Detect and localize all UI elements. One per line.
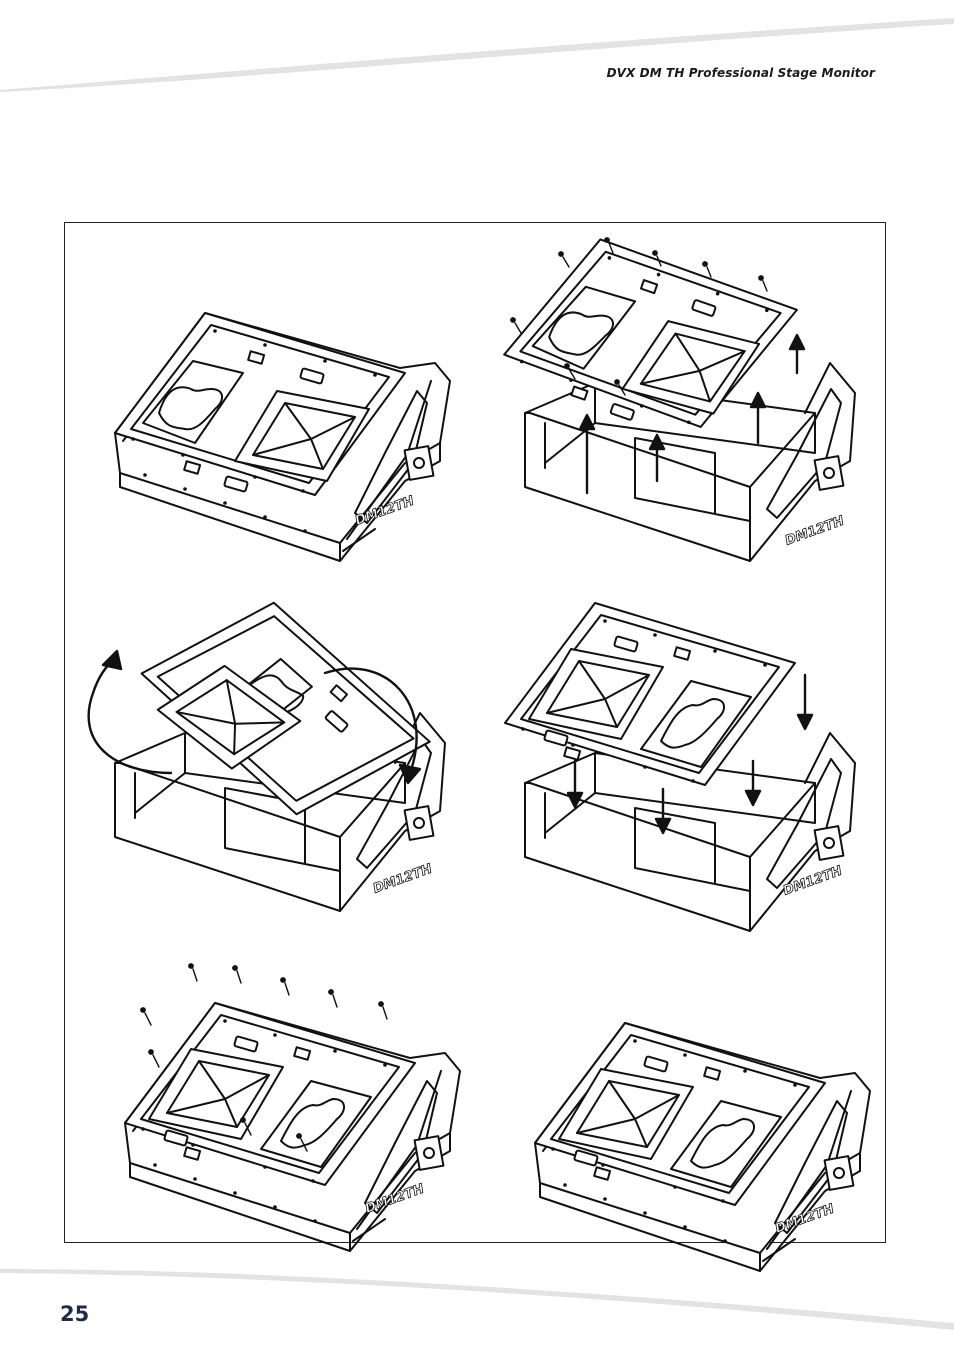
model-label: DM12TH	[371, 862, 434, 897]
lower-arrows	[566, 673, 814, 835]
step-5-reinsert-screws-illustration: DM12TH	[75, 943, 486, 1283]
step-6-final-assembled-illustration: DM12TH	[485, 963, 896, 1303]
model-label: DM12TH	[781, 864, 844, 899]
inserted-screws	[140, 963, 388, 1152]
page-number: 25	[60, 1302, 90, 1326]
step-1-assembled-illustration: DM12TH	[75, 263, 486, 603]
step-3-rotate-baffle-illustration: DM12TH	[75, 593, 486, 933]
document-title: DVX DM TH Professional Stage Monitor	[606, 66, 875, 80]
step-2-lift-baffle-illustration: DM12TH	[485, 223, 896, 563]
removed-screws	[510, 237, 768, 396]
model-label: DM12TH	[783, 514, 846, 549]
footer-swoosh	[0, 1269, 954, 1330]
header-swoosh	[0, 18, 954, 92]
rotate-arrows	[87, 649, 422, 785]
lift-arrows	[578, 333, 806, 495]
speaker-reassembly-figure: DM12TH DM12TH	[64, 222, 886, 1272]
step-4-lower-baffle-illustration: DM12TH	[485, 593, 896, 933]
